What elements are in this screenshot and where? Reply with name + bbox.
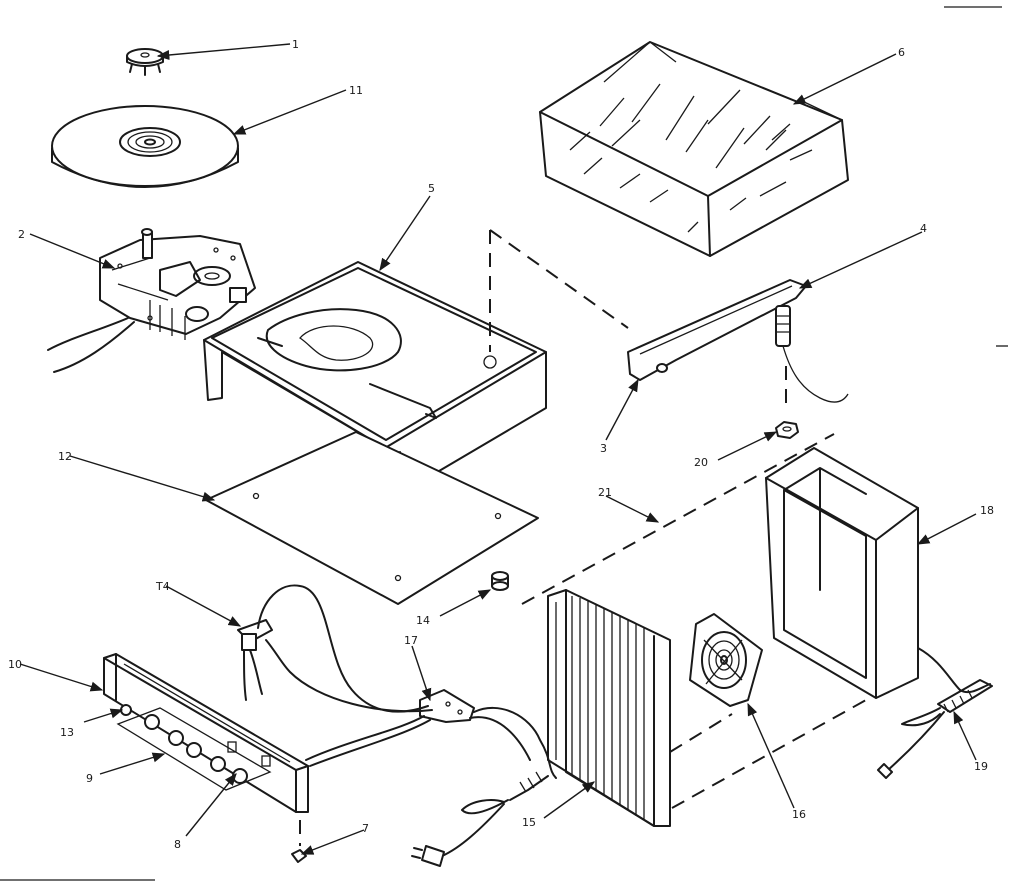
callout-20: 20 <box>694 456 708 469</box>
part-changer-mechanism <box>47 228 256 373</box>
callout-labels: 1 11 2 5 6 4 3 20 21 12 18 T4 14 17 10 1… <box>8 38 994 851</box>
part-speaker-driver <box>689 613 763 707</box>
callout-13: 13 <box>60 726 74 739</box>
callout-leaders <box>19 43 977 855</box>
part-t4-clip <box>237 584 433 713</box>
callout-19: 19 <box>974 760 988 773</box>
part-control-panel <box>103 653 309 813</box>
callout-5: 5 <box>428 182 435 195</box>
callout-t4: T4 <box>155 580 170 593</box>
part-screw <box>291 849 307 863</box>
callout-1: 1 <box>292 38 299 51</box>
part-platter <box>51 105 239 188</box>
part-dust-cover <box>539 41 849 257</box>
callout-7: 7 <box>362 822 369 835</box>
part-speaker-cord <box>877 679 993 779</box>
part-rubber-foot <box>491 571 509 591</box>
callout-9: 9 <box>86 772 93 785</box>
callout-11: 11 <box>349 84 363 97</box>
callout-3: 3 <box>600 442 607 455</box>
part-base-cabinet <box>203 261 547 495</box>
callout-14: 14 <box>416 614 430 627</box>
callout-2: 2 <box>18 228 25 241</box>
callout-10: 10 <box>8 658 22 671</box>
part-speaker-grille <box>547 589 671 827</box>
callout-17: 17 <box>404 634 418 647</box>
assembly-dashed-lines <box>299 229 867 846</box>
part-bottom-plate <box>205 431 539 605</box>
callout-12: 12 <box>58 450 72 463</box>
part-speaker-enclosure <box>765 447 961 699</box>
callout-4: 4 <box>920 222 927 235</box>
callout-8: 8 <box>174 838 181 851</box>
part-tone-arm <box>627 279 849 403</box>
part-spindle-cap <box>126 48 164 76</box>
callout-21: 21 <box>598 486 612 499</box>
part-nut <box>775 421 799 439</box>
callout-15: 15 <box>522 816 536 829</box>
callout-18: 18 <box>980 504 994 517</box>
callout-6: 6 <box>898 46 905 59</box>
part-bracket-wiring <box>305 689 557 867</box>
callout-16: 16 <box>792 808 806 821</box>
